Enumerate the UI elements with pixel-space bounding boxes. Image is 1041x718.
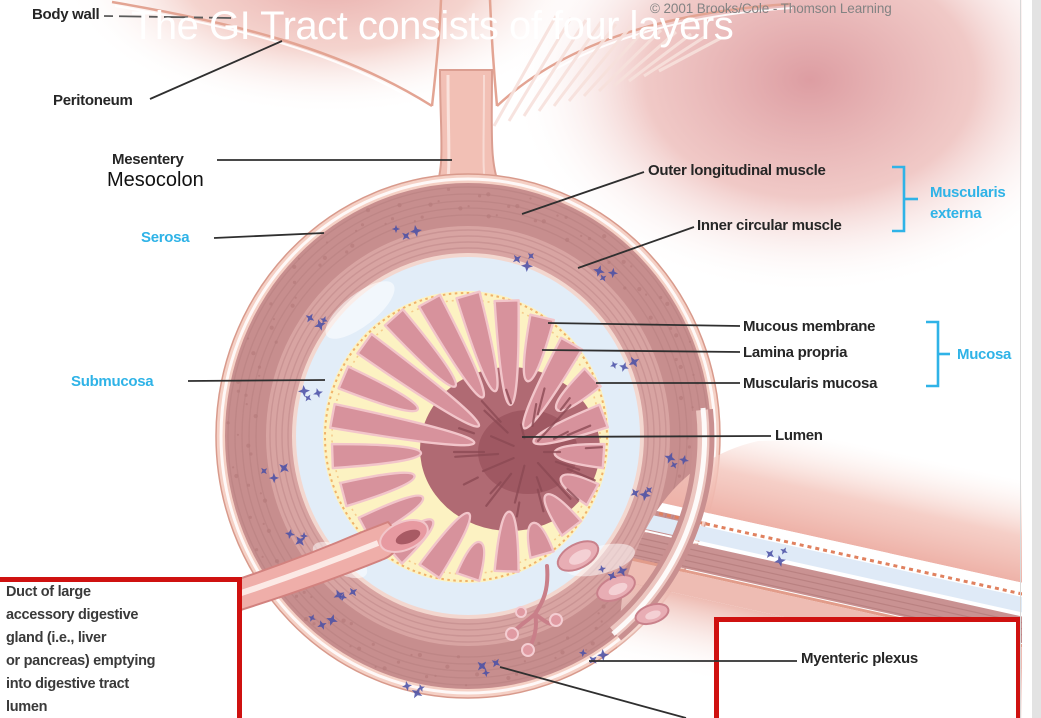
label-muscularis-externa: Muscularis externa [930, 184, 1006, 222]
label-inner-circular-muscle: Inner circular muscle [697, 217, 842, 234]
content-edge-divider [1020, 0, 1021, 718]
label-mesentery: Mesentery [112, 151, 184, 168]
body-wall-striations [492, 15, 722, 127]
slide-title: The GI Tract consists of four layers [131, 4, 734, 48]
duct-note-line: or pancreas) emptying [6, 653, 156, 669]
label-peritoneum: Peritoneum [53, 92, 133, 109]
label-myenteric-plexus: Myenteric plexus [801, 650, 918, 667]
leader-lumen [521, 435, 772, 438]
leader-lines [103, 15, 772, 718]
lumen-streaks [452, 387, 603, 518]
leader-submucosa [187, 379, 326, 382]
leader-lamina-propria [541, 349, 741, 353]
group-brackets [892, 165, 950, 388]
scrollbar[interactable] [1032, 0, 1041, 718]
duct-note-text: Duct of large accessory digestive gland … [6, 581, 221, 718]
body-wall [65, 0, 1022, 295]
duct-note-line: lumen [6, 699, 48, 715]
leader-mucous-membrane [547, 322, 741, 327]
duct-note-line: into digestive tract [6, 676, 129, 692]
label-muscularis-mucosa: Muscularis mucosa [743, 375, 878, 392]
label-mesocolon: Mesocolon [107, 169, 204, 191]
leader-submucosal-plexus [499, 666, 687, 718]
duct-note-line: gland (i.e., liver [6, 630, 107, 646]
leader-peritoneum [149, 40, 283, 100]
annotation-box-myenteric [714, 617, 1021, 718]
mucosal-gland [505, 564, 563, 657]
bracket-mucosa [926, 320, 940, 388]
label-submucosa: Submucosa [71, 373, 154, 390]
annotation-box-duct [0, 577, 242, 718]
leader-outer-longitudinal [521, 171, 645, 215]
label-serosa: Serosa [141, 229, 190, 246]
label-mucous-membrane: Mucous membrane [743, 318, 876, 335]
leader-serosa [213, 232, 325, 239]
label-body-wall: Body wall [32, 6, 100, 23]
duct-note-line: accessory digestive [6, 607, 139, 623]
nerve-plexus-stars [260, 224, 788, 699]
label-lamina-propria: Lamina propria [743, 344, 848, 361]
leader-inner-circular [577, 226, 695, 269]
label-lumen: Lumen [775, 427, 823, 444]
label-outer-longitudinal-muscle: Outer longitudinal muscle [648, 162, 826, 179]
label-mucosa: Mucosa [957, 346, 1012, 363]
duct-note-line: Duct of large [6, 584, 91, 600]
leader-body-wall [103, 15, 232, 19]
copyright-text: © 2001 Brooks/Cole - Thomson Learning [650, 1, 892, 16]
